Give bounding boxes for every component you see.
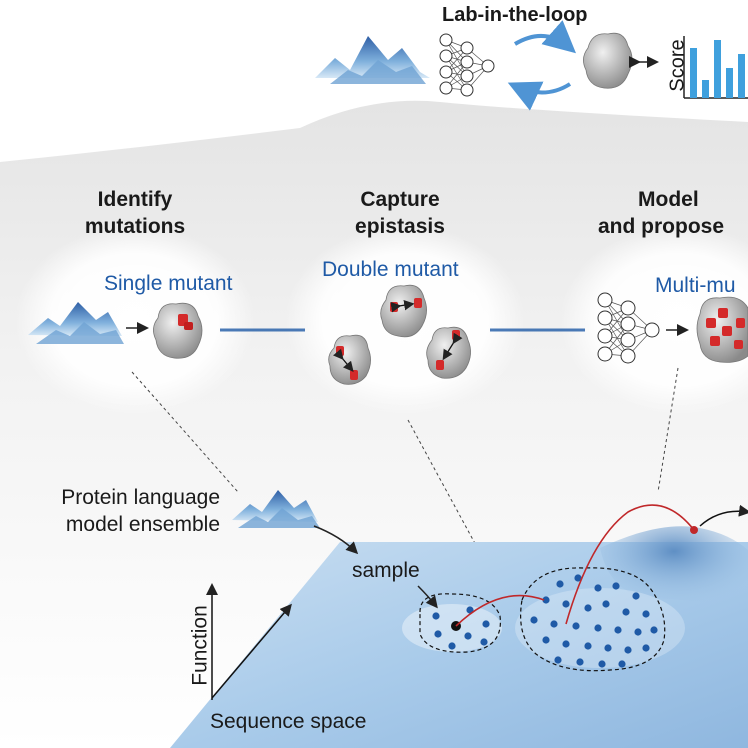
sample-label: sample bbox=[352, 559, 420, 582]
score-axis-label: Score bbox=[666, 39, 689, 92]
stage2-title-line1: Capture bbox=[360, 188, 440, 211]
header-protein-icon bbox=[583, 32, 633, 89]
stage1-mountains-icon bbox=[28, 302, 124, 344]
double-mutant-label: Double mutant bbox=[322, 258, 459, 281]
stage3-title-line2: and propose bbox=[598, 215, 725, 238]
double-mutant-protein-2-icon bbox=[328, 334, 371, 385]
small-cluster-dots bbox=[432, 606, 490, 650]
landscape-ensemble-icon bbox=[232, 490, 320, 528]
large-cluster-dots bbox=[530, 574, 658, 668]
function-axis-label: Function bbox=[188, 605, 212, 686]
single-mutant-label: Single mutant bbox=[104, 272, 233, 295]
double-mutant-protein-3-icon bbox=[426, 326, 471, 379]
stage1-title: Identify mutations bbox=[60, 186, 210, 240]
stage1-title-line1: Identify bbox=[97, 188, 173, 211]
stage2-title: Capture epistasis bbox=[325, 186, 475, 240]
double-mutant-protein-1-icon bbox=[380, 284, 427, 338]
sequence-space-axis-label: Sequence space bbox=[210, 710, 367, 733]
multi-mutant-protein-icon bbox=[696, 296, 748, 363]
single-mutant-protein-icon bbox=[153, 302, 203, 359]
header-mountains-icon bbox=[315, 36, 430, 84]
loop-arrows-icon bbox=[507, 20, 577, 111]
multi-mutant-label: Multi-mu bbox=[655, 274, 736, 297]
axes bbox=[206, 583, 292, 700]
optimization-trajectory bbox=[455, 504, 695, 627]
score-bar-chart bbox=[683, 36, 748, 99]
header-title: Lab-in-the-loop bbox=[442, 4, 588, 26]
stage3-neural-network-icon bbox=[597, 292, 660, 364]
ensemble-label-line1: Protein language bbox=[61, 486, 220, 509]
stage3-title: Model and propose bbox=[590, 186, 748, 240]
ensemble-label: Protein language model ensemble bbox=[30, 484, 220, 538]
stage1-title-line2: mutations bbox=[84, 215, 186, 238]
stage2-title-line2: epistasis bbox=[355, 215, 445, 238]
stage3-title-line1: Model bbox=[638, 188, 699, 211]
header-neural-network-icon bbox=[439, 33, 495, 97]
ensemble-label-line2: model ensemble bbox=[65, 513, 220, 536]
